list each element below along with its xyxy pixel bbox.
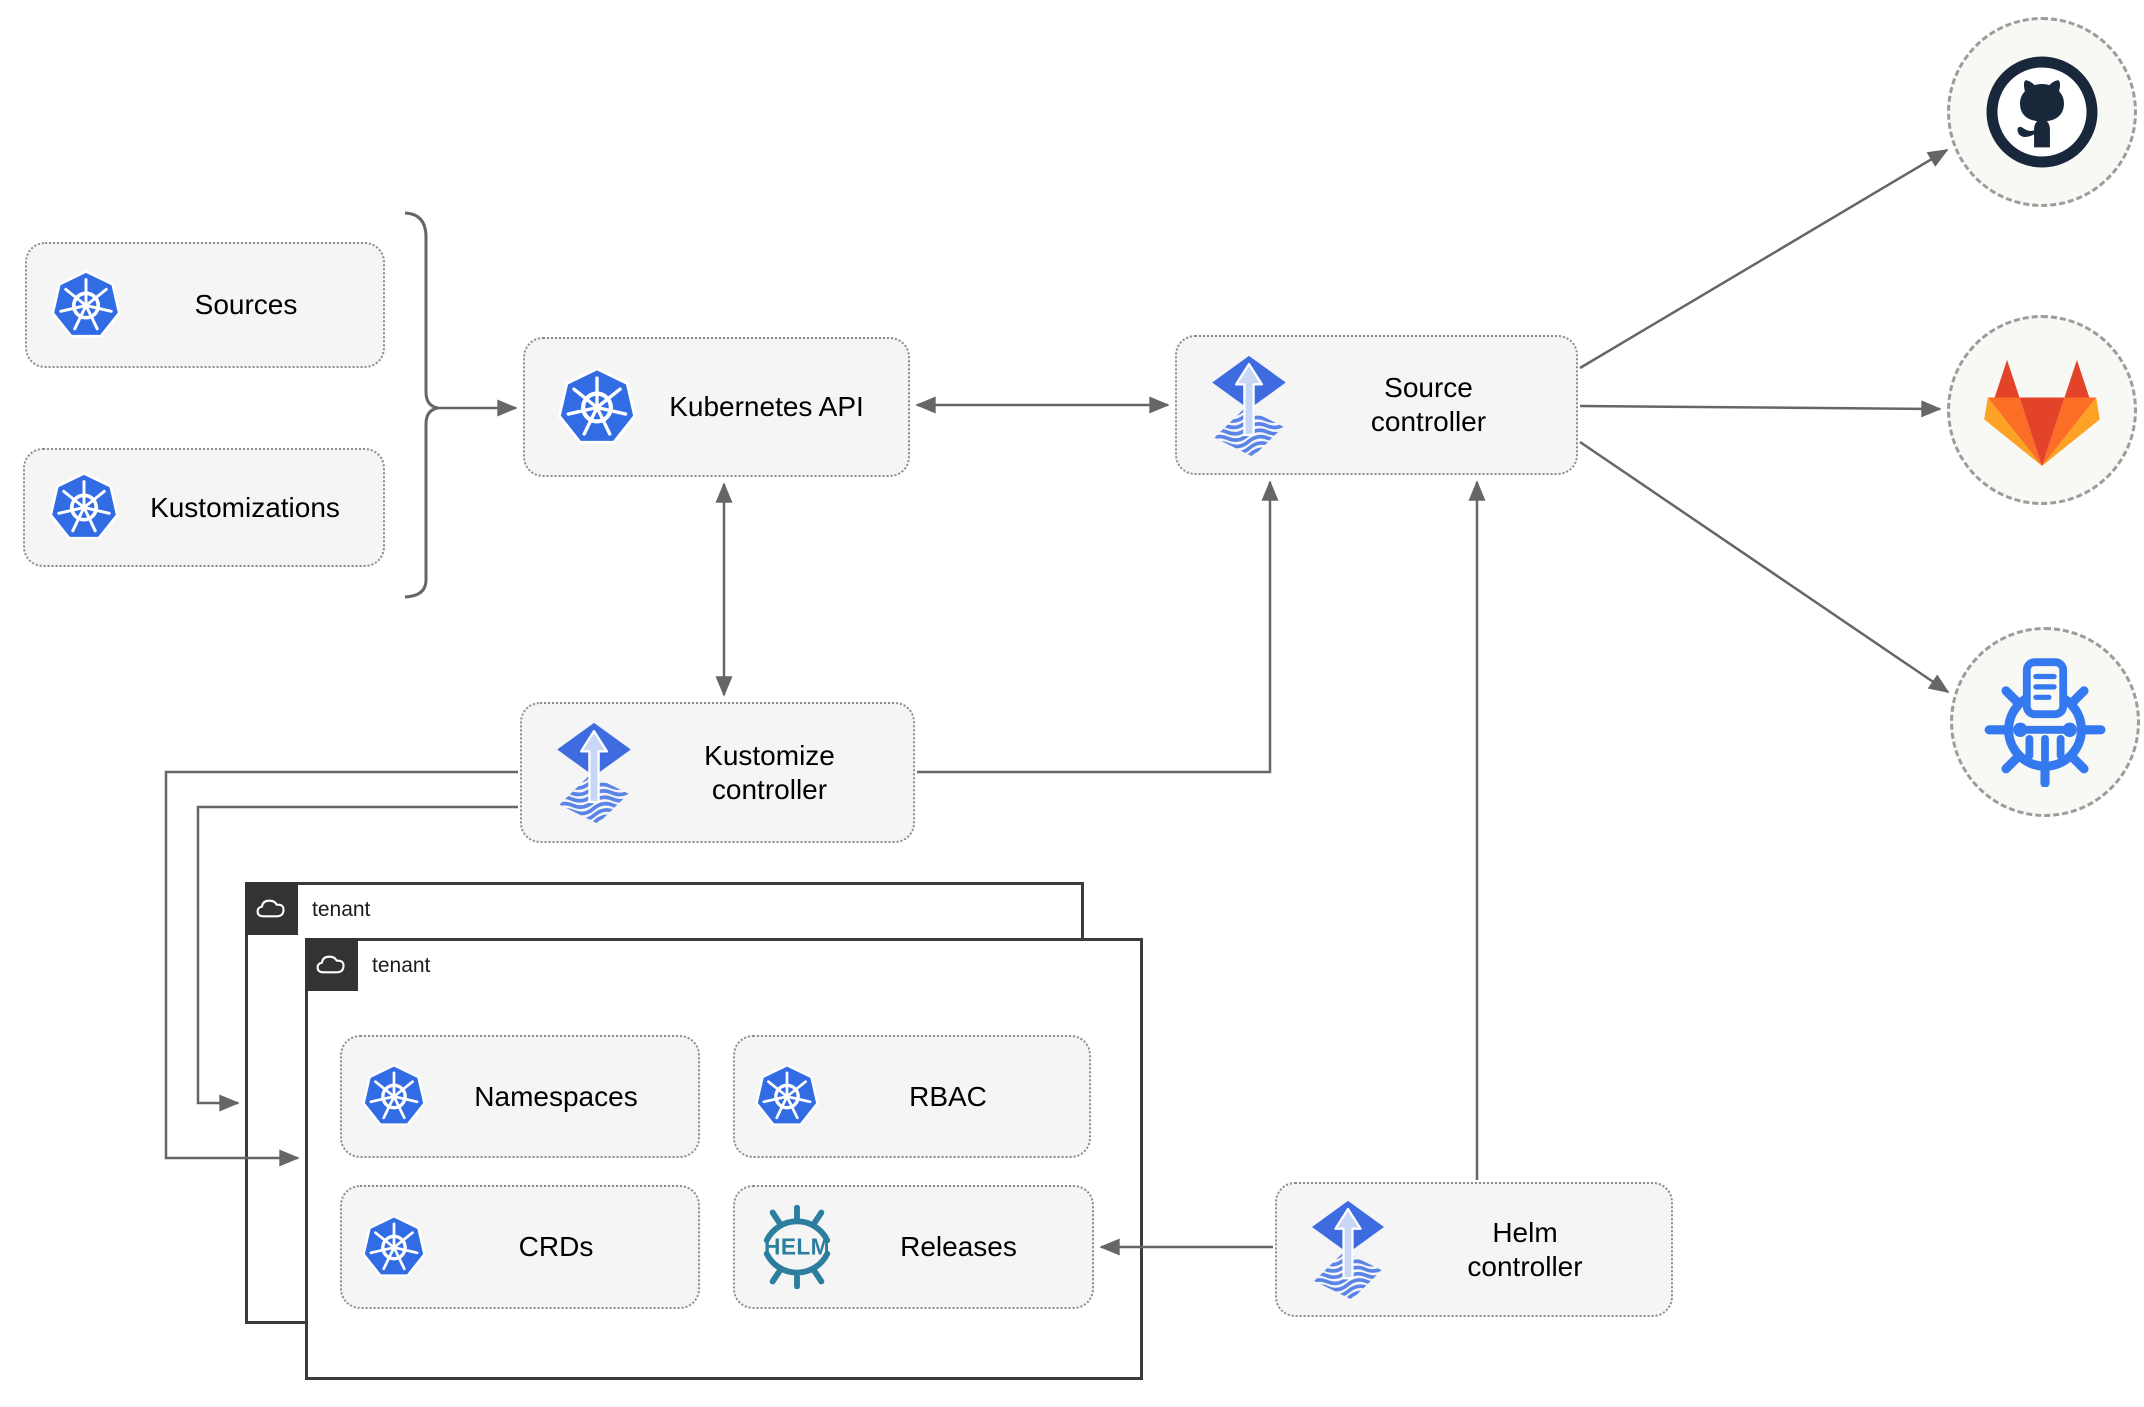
- node-label: Kubernetes API: [669, 391, 864, 422]
- node-label: Namespaces: [474, 1080, 638, 1112]
- tenant-tab: [245, 882, 298, 935]
- kubernetes-icon: [555, 367, 639, 448]
- tenant-label: tenant: [372, 954, 431, 977]
- node-label: RBAC: [909, 1080, 987, 1112]
- gitlab-icon: [1984, 359, 2100, 466]
- edge-source-gitlab: [1579, 400, 1942, 418]
- node-crds: CRDs: [340, 1185, 700, 1309]
- node-label: Releases: [900, 1231, 1017, 1262]
- node-label: Kustomizations: [150, 491, 340, 523]
- tenant-tab: [305, 938, 358, 991]
- edge-source-chartmuseum: [1579, 440, 1950, 694]
- flux-icon: [1303, 1199, 1393, 1300]
- node-rbac: RBAC: [733, 1035, 1091, 1158]
- node-helm-controller: Helm controller: [1275, 1182, 1673, 1317]
- cloud-icon: [256, 899, 285, 918]
- node-label: Helm controller: [1467, 1216, 1583, 1282]
- brace-sources-group: [404, 211, 439, 599]
- kubernetes-icon: [753, 1064, 821, 1129]
- node-releases: HELM Releases: [733, 1185, 1094, 1309]
- external-gitlab: [1947, 315, 2137, 505]
- node-kubernetes-api: Kubernetes API: [523, 337, 910, 477]
- node-kustomize-controller: Kustomize controller: [520, 702, 915, 843]
- github-icon: [1981, 51, 2103, 173]
- node-namespaces: Namespaces: [340, 1035, 700, 1158]
- kubernetes-icon: [360, 1214, 428, 1280]
- node-label: Kustomize controller: [704, 739, 835, 805]
- node-sources: Sources: [25, 242, 385, 368]
- flux-icon: [1203, 354, 1295, 457]
- node-label: CRDs: [518, 1231, 594, 1262]
- kubernetes-icon: [47, 472, 121, 543]
- flux-icon: [548, 721, 640, 824]
- helm-icon: HELM: [755, 1205, 839, 1289]
- node-source-controller: Source controller: [1175, 335, 1578, 475]
- node-label: Source controller: [1370, 372, 1487, 437]
- external-github: [1947, 17, 2137, 207]
- kubernetes-icon: [360, 1064, 428, 1129]
- tenant-box-front: tenant: [305, 938, 1143, 1380]
- tenant-label: tenant: [312, 898, 371, 921]
- edge-source-github: [1579, 148, 1949, 370]
- kubernetes-icon: [49, 269, 123, 341]
- chartmuseum-icon: [1980, 657, 2110, 787]
- cloud-icon: [316, 955, 345, 974]
- node-label: Sources: [194, 289, 298, 320]
- external-chartmuseum: [1950, 627, 2140, 817]
- helm-icon-text: HELM: [764, 1234, 830, 1260]
- node-kustomizations: Kustomizations: [23, 448, 385, 567]
- edge-kustomize-source: [917, 480, 1279, 774]
